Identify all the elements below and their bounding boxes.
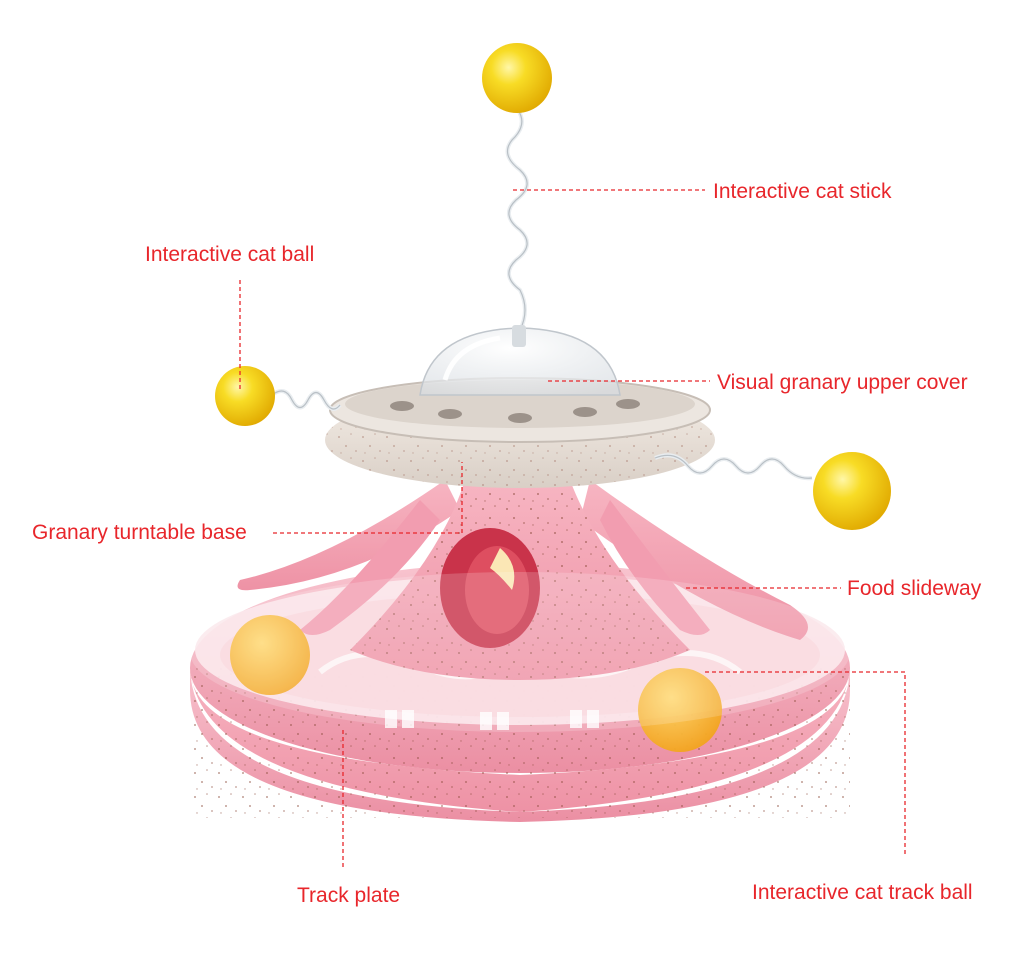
label-interactive-cat-stick: Interactive cat stick xyxy=(713,180,892,203)
leader-track-ball xyxy=(705,671,906,856)
springs xyxy=(270,108,813,481)
side-ball xyxy=(813,452,891,530)
interactive-cat-ball xyxy=(215,366,275,426)
label-visual-granary-upper-cover: Visual granary upper cover xyxy=(717,371,968,394)
food-slideway xyxy=(237,480,808,640)
granary-turntable-base xyxy=(350,480,690,680)
track-ball-left xyxy=(230,615,310,695)
stick-ball xyxy=(482,43,552,113)
label-food-slideway: Food slideway xyxy=(847,577,982,600)
track-ball-right xyxy=(638,668,722,752)
label-granary-turntable-base: Granary turntable base xyxy=(32,521,247,544)
label-interactive-cat-track-ball: Interactive cat track ball xyxy=(752,881,973,904)
visual-granary-upper-cover xyxy=(325,327,715,488)
leader-turntable-base xyxy=(273,462,463,534)
label-track-plate: Track plate xyxy=(297,884,401,907)
label-interactive-cat-ball: Interactive cat ball xyxy=(145,243,315,266)
